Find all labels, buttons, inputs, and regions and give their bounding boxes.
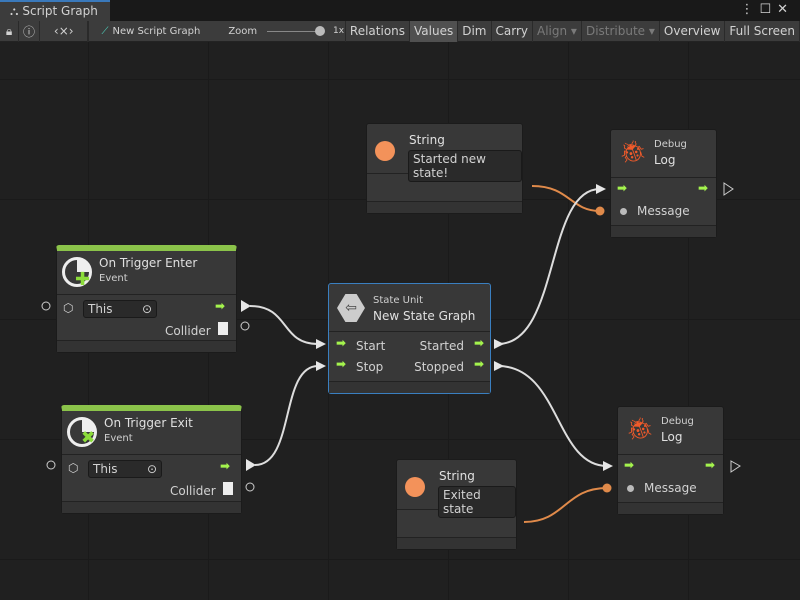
align-dropdown[interactable]: Align ▾ [533,20,582,42]
plus-icon: ✚ [75,269,91,290]
flow-in-arrow-icon: ➡ [336,357,347,371]
zoom-slider[interactable] [261,21,333,42]
target-field[interactable]: This⊙ [83,300,157,318]
target-picker-icon[interactable]: ⊙ [141,302,152,316]
on-trigger-enter-node[interactable]: ✚ On Trigger Enter Event ⬡ This⊙ ➡ Colli… [56,245,237,353]
distribute-dropdown[interactable]: Distribute ▾ [582,20,660,42]
flow-out-arrow-icon: ➡ [705,458,716,472]
string-value-field[interactable]: Started new state! [408,150,522,182]
gameobject-icon: ⬡ [68,461,79,475]
string-value-field[interactable]: Exited state [438,486,516,518]
flow-out-arrow-icon: ➡ [220,459,231,473]
trigger-enter-icon [62,257,92,287]
message-dot-icon [627,485,634,492]
full-screen-button[interactable]: Full Screen [725,20,800,42]
graph-icon: ⟋ [101,25,109,37]
target-field[interactable]: This⊙ [88,460,162,478]
zoom-label: Zoom [228,25,258,37]
hierarchy-icon: ⛬ [10,4,19,18]
flow-out-arrow-icon: ➡ [473,357,484,371]
string-node-1[interactable]: String Started new state! [366,123,523,214]
maximize-icon[interactable]: ☐ [759,2,778,17]
string-icon [405,477,425,497]
on-trigger-exit-node[interactable]: ✖ On Trigger Exit Event ⬡ This⊙ ➡ Collid… [61,405,242,514]
collider-icon [218,322,228,335]
bug-icon: 🐞︎ [619,140,647,165]
window-controls: ⋮☐✕ [740,2,794,17]
target-picker-icon[interactable]: ⊙ [146,462,157,476]
lock-icon[interactable]: 🔒︎ [0,20,20,42]
flow-out-arrow-icon: ➡ [473,336,484,350]
carry-button[interactable]: Carry [492,20,533,42]
string-icon [375,141,395,161]
bug-icon: 🐞︎ [626,417,654,442]
graph-breadcrumb[interactable]: ⟋New Script Graph [101,25,201,37]
flow-out-arrow-icon: ➡ [698,181,709,195]
debug-log-node-2[interactable]: 🐞︎ Debug Log ➡ ➡ Message [617,406,724,515]
state-graph-icon: ⇦ [337,294,365,322]
toolbar: 🔒︎ ⓘ ‹×› ⟋New Script Graph Zoom 1x Relat… [0,20,800,42]
collider-icon [223,482,233,495]
flow-in-arrow-icon: ➡ [617,181,628,195]
trigger-exit-icon [67,417,97,447]
kebab-icon[interactable]: ⋮ [740,2,760,17]
relations-button[interactable]: Relations [346,20,411,42]
string-node-2[interactable]: String Exited state [396,459,517,550]
dim-button[interactable]: Dim [458,20,492,42]
tab-bar: ⛬Script Graph ⋮☐✕ [0,0,800,21]
info-icon[interactable]: ⓘ [19,20,41,42]
flow-out-arrow-icon: ➡ [215,299,226,313]
debug-log-node-1[interactable]: 🐞︎ Debug Log ➡ ➡ Message [610,129,717,238]
flow-in-arrow-icon: ➡ [624,458,635,472]
zoom-value: 1x [333,20,346,42]
overview-button[interactable]: Overview [660,20,726,42]
variables-icon[interactable]: ‹×› [40,20,89,42]
tab-script-graph[interactable]: ⛬Script Graph [0,0,110,21]
message-dot-icon [620,208,627,215]
values-button[interactable]: Values [410,20,459,42]
gameobject-icon: ⬡ [63,301,74,315]
flow-in-arrow-icon: ➡ [336,336,347,350]
close-icon[interactable]: ✕ [777,2,794,17]
x-icon: ✖ [81,428,96,448]
state-unit-node[interactable]: ⇦ State Unit New State Graph ➡ Start ➡ S… [328,283,491,394]
